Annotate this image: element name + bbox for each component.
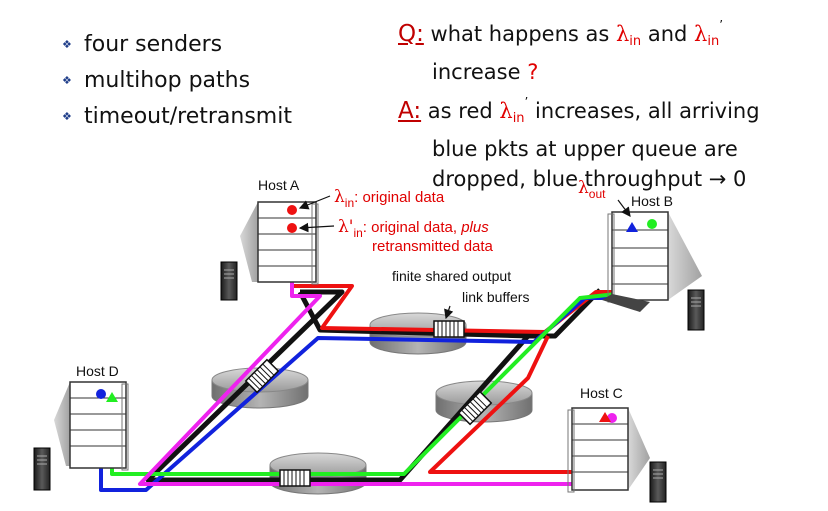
answer-text: dropped, blue throughput [432, 167, 709, 191]
buffers-annotation: finite shared output link buffers [392, 268, 529, 320]
lambda-subscript: in [353, 226, 362, 240]
lambda-prime-symbol: λ' [338, 217, 353, 237]
bullet-item: ❖ timeout/retransmit [62, 98, 292, 134]
lambda-subscript: in [707, 34, 720, 49]
host-a-label: Host A [258, 177, 300, 193]
plus-word: plus [460, 219, 489, 236]
lambda-subscript: in [629, 34, 642, 49]
host-a: Host A [220, 177, 319, 301]
server-tower-icon [33, 447, 51, 491]
flow-magenta [138, 228, 614, 486]
question-answer-block: Q: what happens as λin and λin’ increase… [398, 10, 760, 194]
diamond-bullet-icon: ❖ [62, 37, 72, 51]
host-b: Host B [602, 193, 705, 331]
svg-text:λout: λout [578, 178, 606, 201]
buffers-label-line-1: finite shared output [392, 268, 511, 284]
answer-text: 0 [726, 167, 747, 191]
buffer-right [457, 390, 493, 426]
right-arrow-icon: → [708, 167, 727, 191]
lambda-in-text: : original data [354, 189, 445, 206]
pointer-arrow [617, 199, 631, 217]
lambda-subscript: in [512, 111, 525, 126]
host-c-label: Host C [580, 385, 623, 401]
svg-text:λ'in: original data, plus: λ'in: original data, plus [338, 217, 489, 240]
pointer-arrow [298, 222, 335, 233]
bullet-text: multihop paths [84, 67, 251, 93]
lambda-in-prime-annotation: λ'in: original data, plus retransmitted … [298, 217, 494, 255]
prime-mark: ’ [719, 18, 724, 32]
diamond-bullet-icon: ❖ [62, 109, 72, 123]
question-key: Q: [398, 21, 424, 47]
lambda-symbol: λ [615, 22, 630, 46]
keyboard-icon [602, 294, 650, 312]
lambda-symbol: λ [334, 187, 345, 207]
question-mark: ? [527, 60, 539, 84]
answer-line-3: dropped, blue throughput → 0 [398, 164, 760, 194]
buffers-label-line-2: link buffers [462, 289, 529, 305]
host-d-label: Host D [76, 363, 119, 379]
lambda-subscript: in [345, 196, 354, 210]
svg-text:λin: original data: λin: original data [334, 187, 445, 210]
server-tower-icon [687, 289, 705, 331]
lambda-out-subscript: out [589, 187, 606, 201]
question-text: what happens as [430, 22, 616, 46]
answer-text: increases, all arriving [528, 99, 760, 123]
lambda-symbol: λ [578, 178, 589, 198]
buffer-upper [433, 320, 465, 338]
lambda-symbol: λ [499, 99, 513, 123]
question-and: and [641, 22, 695, 46]
diamond-bullet-icon: ❖ [62, 73, 72, 87]
bullet-list: ❖ four senders ❖ multihop paths ❖ timeout/r… [62, 26, 292, 134]
flow-endpoints [96, 205, 657, 423]
bullet-text: timeout/retransmit [84, 103, 292, 129]
prime-mark: ’ [524, 95, 529, 109]
host-d: Host D [33, 363, 129, 491]
lambda-out-annotation: λout [578, 178, 631, 217]
server-tower-icon [649, 461, 667, 503]
answer-text: as red [427, 99, 500, 123]
buffer-left [244, 358, 280, 394]
question-line-1: Q: what happens as λin and λin’ [398, 10, 760, 57]
retransmitted-label: retransmitted data [372, 238, 494, 255]
lambda-in-annotation: λin: original data [298, 187, 445, 210]
server-tower-icon [220, 261, 238, 301]
bullet-item: ❖ multihop paths [62, 62, 292, 98]
answer-key: A: [398, 98, 422, 124]
answer-line-2: blue pkts at upper queue are [432, 137, 738, 161]
pointer-arrow [298, 195, 331, 210]
question-text: increase [432, 60, 528, 84]
lambda-symbol: λ [694, 22, 708, 46]
question-line-2: increase ? [398, 57, 760, 87]
host-c: Host C [567, 385, 667, 503]
host-b-label: Host B [631, 193, 673, 209]
buffer-bottom [279, 469, 311, 487]
bullet-text: four senders [84, 31, 223, 57]
pointer-arrow [444, 305, 454, 320]
answer-line-1: A: as red λin ’ increases, all arriving [398, 87, 760, 134]
lambda-prime-text: : original data, [363, 219, 461, 236]
bullet-item: ❖ four senders [62, 26, 292, 62]
